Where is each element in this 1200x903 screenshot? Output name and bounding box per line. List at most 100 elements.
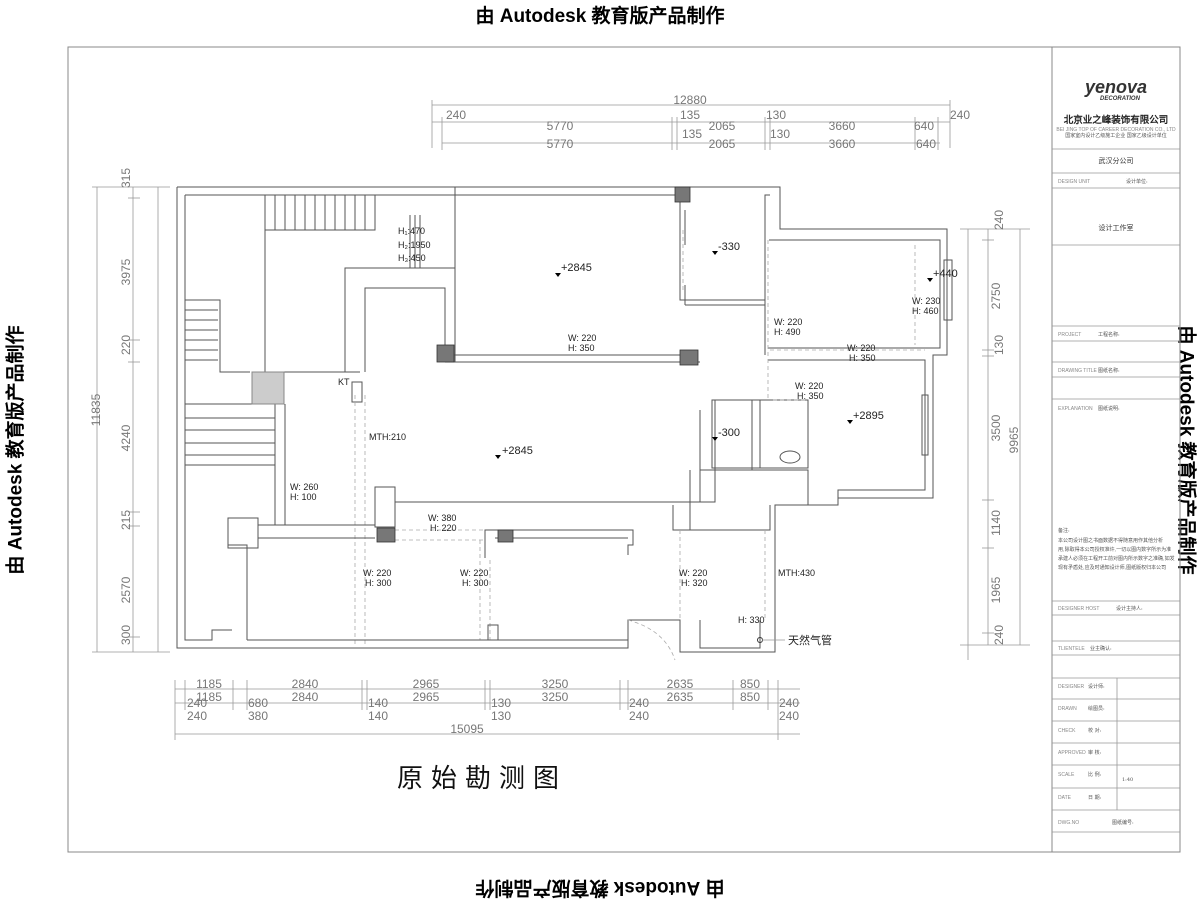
dimension-label: 315: [119, 168, 133, 188]
row-value: 设计师:: [1088, 683, 1105, 690]
notes-line: 承建人必须在工程开工前对图内所示数字之准确,如发: [1058, 555, 1175, 562]
dimension-label: 1140: [989, 510, 1003, 536]
elevation-marker: -300: [712, 427, 740, 441]
toilet-icon: [780, 451, 800, 463]
title-block: yenova DECORATION 北京业之峰装饰有限公司 BEI JING T…: [1052, 77, 1180, 832]
dimension-label: 380: [248, 709, 268, 723]
dimension-label: 5770: [547, 137, 574, 151]
dimension-label: 130: [770, 127, 790, 141]
stair-height: H₂:1950: [398, 240, 431, 250]
dimension-label: 240: [950, 108, 970, 122]
opening-width: W: 220: [679, 568, 707, 578]
column: [675, 187, 690, 202]
column: [252, 372, 284, 404]
dimension-label: 240: [629, 696, 649, 710]
door-height-label: MTH:430: [778, 568, 815, 578]
gas-pipe-label: 天然气管: [788, 633, 832, 647]
opening-width: W: 380: [428, 513, 456, 523]
door-height-label: MTH:210: [369, 432, 406, 442]
opening-height: H: 320: [681, 578, 708, 588]
dimension-label: 130: [491, 696, 511, 710]
elevation-marker: +2845: [555, 262, 592, 277]
row-value: 日 期:: [1088, 795, 1102, 801]
dimension-label: 140: [368, 709, 388, 723]
row-label: APPROVED: [1058, 750, 1086, 756]
row-label: SCALE: [1058, 772, 1075, 778]
notes-title: 备注:: [1058, 527, 1070, 534]
dimension-label: 215: [119, 510, 133, 530]
floor-plan: [177, 187, 952, 660]
height-label: H: 330: [738, 615, 765, 625]
stairs-top: [265, 195, 420, 268]
elevation-value: +2895: [853, 410, 884, 422]
tlientele-value: 业主确认:: [1090, 645, 1112, 652]
dimensions-left: 11835 315 3975 220 4240 215 2570 300: [89, 168, 170, 652]
elevation-marker: -330: [712, 241, 740, 255]
dimension-label: 3250: [542, 677, 569, 691]
column: [680, 350, 698, 365]
dimension-label: 220: [119, 335, 133, 355]
dimension-label: 3660: [829, 119, 856, 133]
dimension-label: 240: [779, 696, 799, 710]
opening-height: H: 460: [912, 306, 939, 316]
dimension-label: 3250: [542, 690, 569, 704]
column: [498, 530, 513, 542]
opening-width: W: 220: [774, 317, 802, 327]
dimension-label: 850: [740, 690, 760, 704]
ac-label: KT: [338, 377, 350, 387]
dimension-label: 3975: [119, 258, 133, 285]
row-label: DATE: [1058, 795, 1072, 801]
elevation-value: -300: [718, 427, 740, 439]
dimension-label: 640: [914, 119, 934, 133]
dwg-no-value: 图纸编号:: [1112, 819, 1134, 826]
project-label: PROJECT: [1058, 332, 1081, 338]
elevation-value: -330: [718, 241, 740, 253]
opening-width: W: 220: [363, 568, 391, 578]
dimension-label: 240: [779, 709, 799, 723]
opening-width: W: 220: [795, 381, 823, 391]
dimension-label: 2840: [292, 690, 319, 704]
dimension-label: 3660: [829, 137, 856, 151]
row-value: 审 核:: [1088, 749, 1102, 756]
dimension-label: 2965: [413, 690, 440, 704]
dimension-label: 240: [446, 108, 466, 122]
designer-host-label: DESIGNER HOST: [1058, 606, 1099, 612]
row-value: 比 例:: [1088, 771, 1102, 778]
drawing-title-value: 图纸名称:: [1098, 367, 1120, 374]
elevation-value: +440: [933, 268, 958, 280]
dimension-label: 850: [740, 677, 760, 691]
elevation-value: +2845: [502, 445, 533, 457]
dimensions-right: 9965 240 2750 130 3500 1140 1965 240: [960, 210, 1030, 660]
opening-width: W: 230: [912, 296, 940, 306]
dimension-label: 300: [119, 625, 133, 645]
row-value: 校 对:: [1088, 727, 1102, 734]
dimension-label: 140: [368, 696, 388, 710]
design-unit-label: DESIGN UNIT: [1058, 179, 1090, 185]
dimension-label: 2635: [667, 677, 694, 691]
drawing-title: 原始勘测图: [397, 764, 567, 794]
dimension-label: 2965: [413, 677, 440, 691]
explanation-value: 图纸说明:: [1098, 405, 1120, 412]
studio-name: 设计工作室: [1099, 223, 1134, 232]
plan-annotations: H₁:470 H₂:1950 H₃:450 +2845 +2845 -330 +…: [290, 226, 958, 647]
branch-name: 武汉分公司: [1099, 156, 1134, 165]
dimension-label: 9965: [1007, 426, 1021, 453]
dimension-label: 1965: [989, 576, 1003, 603]
dimension-label: 240: [187, 696, 207, 710]
opening-width: W: 220: [847, 343, 875, 353]
opening-height: H: 490: [774, 327, 801, 337]
dimension-label: 130: [491, 709, 511, 723]
dimension-label: 240: [187, 709, 207, 723]
dimension-label: 11835: [89, 393, 103, 426]
opening-height: H: 350: [849, 353, 876, 363]
elevation-marker: +2845: [495, 445, 533, 459]
column: [437, 345, 454, 362]
company-logo: yenova: [1084, 77, 1147, 97]
opening-height: H: 300: [462, 578, 489, 588]
dimension-label: 135: [680, 108, 700, 122]
dimension-label: 1185: [196, 677, 222, 691]
elevation-value: +2845: [561, 262, 592, 274]
dimension-label: 2635: [667, 690, 694, 704]
column: [377, 528, 395, 542]
elevation-marker: +2895: [847, 410, 884, 424]
